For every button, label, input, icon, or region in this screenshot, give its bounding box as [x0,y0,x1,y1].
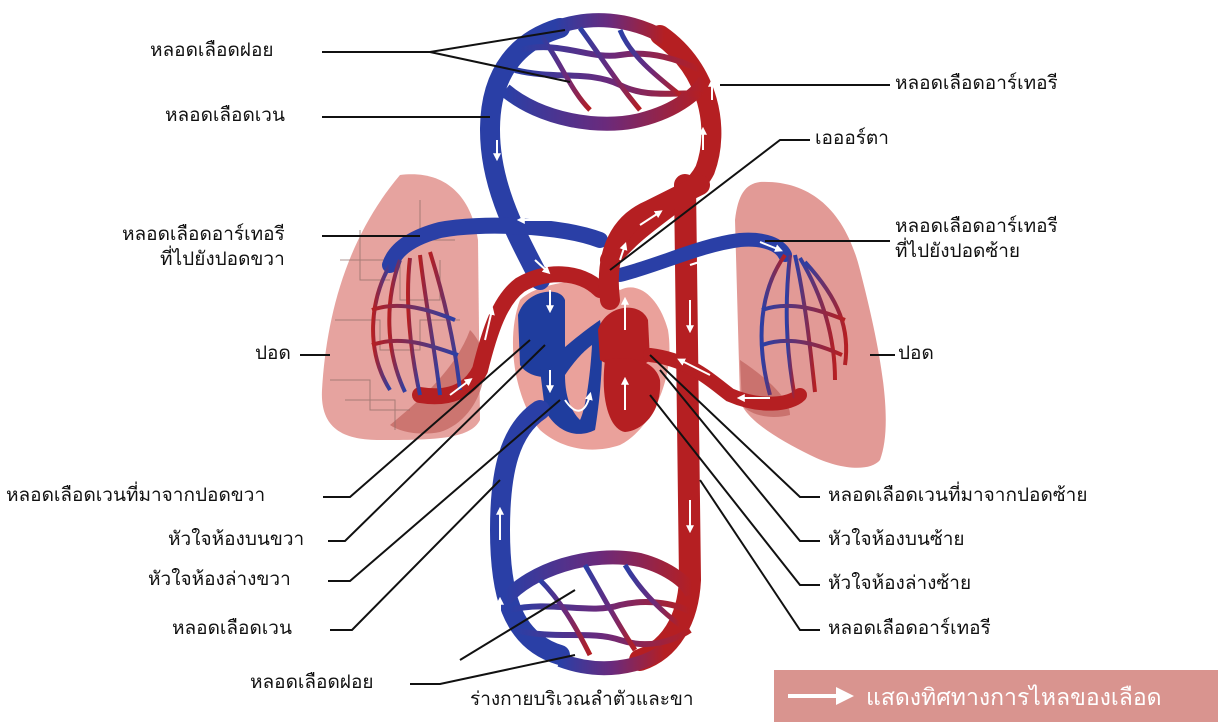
label-pulmonary-vein-left: หลอดเลือดเวนที่มาจากปอดซ้าย [828,483,1088,508]
label-right-lung: ปอด [255,341,291,366]
label-vein-top: หลอดเลือดเวน [165,103,285,128]
label-vein-bottom: หลอดเลือดเวน [172,616,292,641]
label-pulmonary-artery-right-line1: หลอดเลือดอาร์เทอรี [122,222,285,247]
label-aorta: เอออร์ตา [815,126,889,151]
vein-upper [490,28,560,280]
label-capillaries-bottom: หลอดเลือดฝอย [250,670,373,695]
flow-direction-legend: แสดงทิศทางการไหลของเลือด [774,670,1218,722]
label-right-ventricle: หัวใจห้องล่างขวา [148,567,291,592]
label-pulmonary-artery-right: หลอดเลือดอาร์เทอรี ที่ไปยังปอดขวา [122,222,285,271]
label-left-ventricle: หัวใจห้องล่างซ้าย [828,571,971,596]
label-pulmonary-artery-left-line2: ที่ไปยังปอดซ้าย [895,239,1058,264]
arrow-right-icon [786,684,856,708]
label-capillaries-top: หลอดเลือดฝอย [150,38,273,63]
label-artery-bottom: หลอดเลือดอาร์เทอรี [828,616,991,641]
label-left-atrium: หัวใจห้องบนซ้าย [828,527,965,552]
label-left-lung: ปอด [898,341,934,366]
legend-text: แสดงทิศทางการไหลของเลือด [866,680,1162,716]
label-pulmonary-artery-right-line2: ที่ไปยังปอดขวา [122,247,285,272]
label-artery-top: หลอดเลือดอาร์เทอรี [895,71,1058,96]
label-right-atrium: หัวใจห้องบนขวา [168,527,304,552]
label-pulmonary-artery-left-line1: หลอดเลือดอาร์เทอรี [895,214,1058,239]
label-pulmonary-artery-left: หลอดเลือดอาร์เทอรี ที่ไปยังปอดซ้าย [895,214,1058,263]
left-lung [735,182,886,468]
label-pulmonary-vein-right: หลอดเลือดเวนที่มาจากปอดขวา [6,483,265,508]
body-region-caption: ร่างกายบริเวณลำตัวและขา [470,684,694,714]
